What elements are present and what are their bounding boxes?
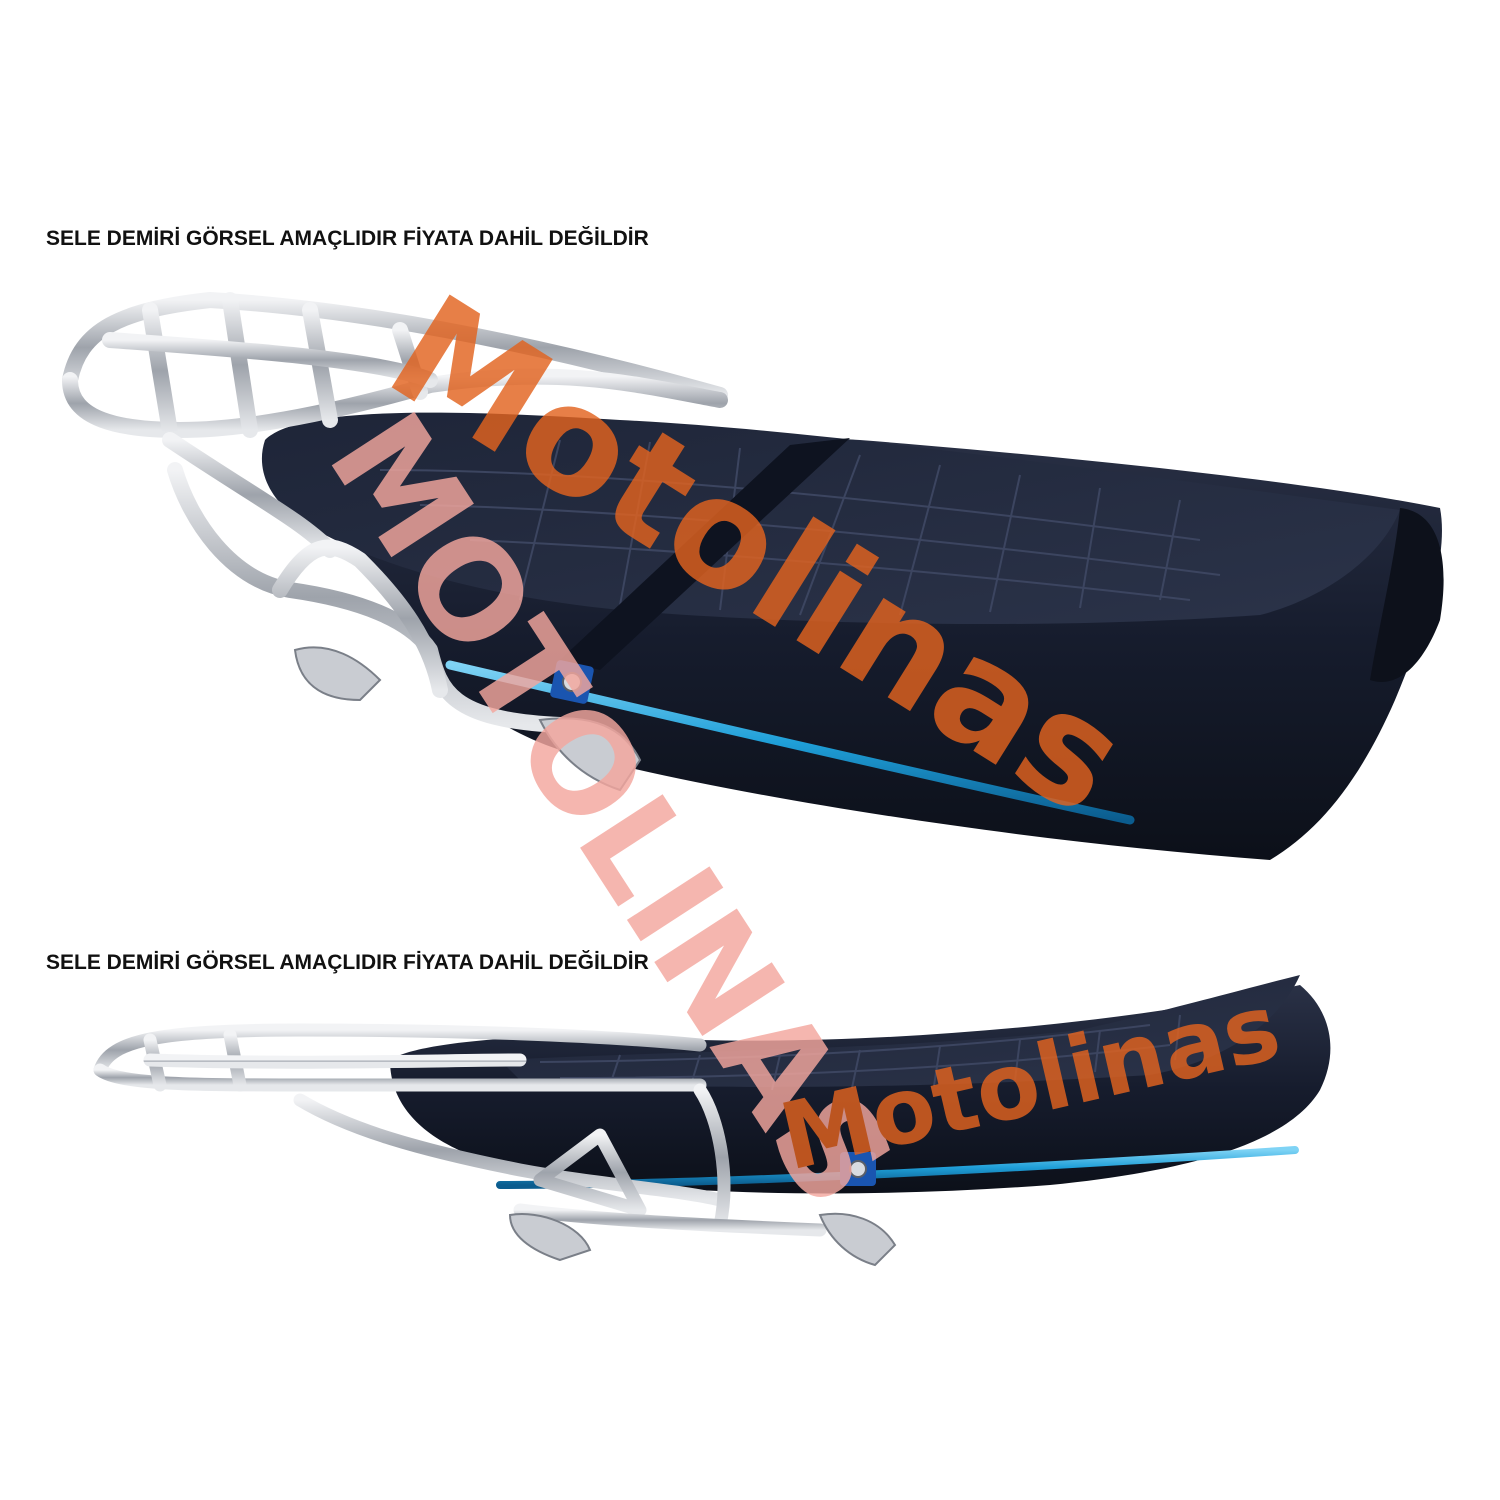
seat-top-strap — [560, 438, 850, 670]
disclaimer-caption-bottom: SELE DEMİRİ GÖRSEL AMAÇLIDIR FİYATA DAHİ… — [46, 951, 649, 974]
seat-top-mount-bracket — [293, 646, 382, 702]
seat-top-surface — [261, 412, 1400, 625]
seat-top-hinge — [538, 717, 642, 792]
seat-top — [62, 292, 1444, 860]
seat-bottom-quilt — [539, 1014, 1181, 1091]
disclaimer-caption-top: SELE DEMİRİ GÖRSEL AMAÇLIDIR FİYATA DAHİ… — [46, 227, 649, 250]
seat-top-chrome-rack — [62, 292, 728, 733]
seat-bottom-mount-bracket — [508, 1213, 592, 1262]
seat-top-quilt — [379, 439, 1221, 616]
seat-bottom — [93, 975, 1331, 1267]
seat-bottom-chrome-rack — [93, 1023, 827, 1237]
seat-top-blue-rail — [445, 660, 1135, 825]
seat-bottom-hinge — [818, 1212, 897, 1267]
seat-top-nose — [1370, 508, 1444, 682]
